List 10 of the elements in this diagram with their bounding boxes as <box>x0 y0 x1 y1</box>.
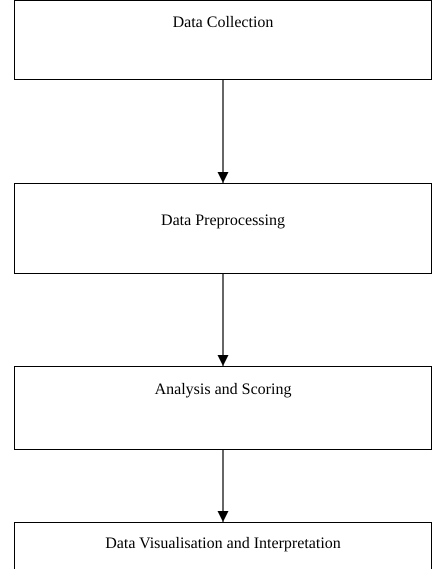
box-label: Data Preprocessing <box>160 211 286 230</box>
arrow <box>218 450 228 522</box>
process-box <box>14 183 432 274</box>
box-label: Data Collection <box>172 13 274 32</box>
box-label: Data Visualisation and Interpretation <box>104 534 342 553</box>
box-label: Analysis and Scoring <box>154 380 292 399</box>
arrow <box>218 274 228 366</box>
process-box <box>14 366 432 450</box>
arrow <box>218 80 228 183</box>
process-box <box>14 0 432 80</box>
